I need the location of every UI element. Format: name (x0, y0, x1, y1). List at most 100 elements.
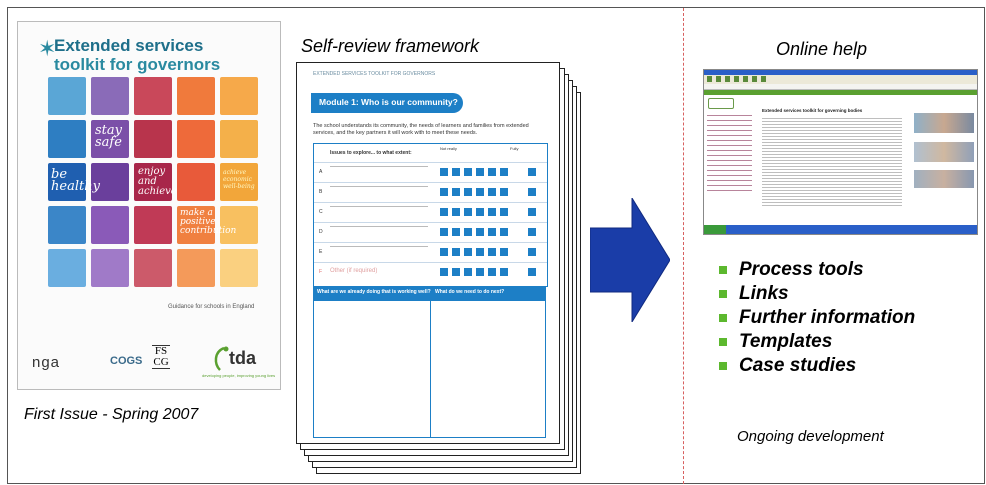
table-row: A (314, 162, 547, 182)
priority-box[interactable] (528, 208, 536, 216)
rating-box[interactable] (476, 268, 484, 276)
priority-box[interactable] (528, 268, 536, 276)
tile-enjoy (134, 163, 172, 201)
rating-box[interactable] (452, 208, 460, 216)
rating-box[interactable] (500, 228, 508, 236)
rating-box[interactable] (476, 228, 484, 236)
rating-box[interactable] (500, 248, 508, 256)
tile (220, 120, 258, 158)
list-item: Process tools (719, 258, 915, 282)
rating-box[interactable] (488, 228, 496, 236)
rating-box[interactable] (488, 168, 496, 176)
rating-box[interactable] (440, 188, 448, 196)
fscg-logo: FS CG (152, 345, 170, 369)
cover-title: Extended services toolkit for governors (54, 36, 220, 74)
row-text (330, 186, 428, 189)
rating-box[interactable] (476, 248, 484, 256)
table-row: B (314, 182, 547, 202)
tile-label-be-healthy: be healthy (51, 167, 100, 194)
scale-right-label: Fully (510, 146, 519, 151)
next-steps-box[interactable] (430, 300, 546, 438)
partner-logos: nga COGS FS CG tda developing people, im… (24, 342, 276, 382)
windows-taskbar (704, 225, 977, 234)
rating-box[interactable] (452, 168, 460, 176)
module-title: Module 1: Who is our community? (319, 97, 458, 107)
rating-box[interactable] (452, 248, 460, 256)
rating-box[interactable] (452, 188, 460, 196)
working-well-header: What are we already doing that is workin… (317, 289, 431, 295)
tile (134, 77, 172, 115)
rating-box[interactable] (440, 168, 448, 176)
rating-box[interactable] (476, 168, 484, 176)
rating-box[interactable] (452, 268, 460, 276)
review-table: Issues to explore... to what extent: Not… (313, 143, 548, 287)
start-button (704, 225, 726, 234)
rating-box[interactable] (440, 208, 448, 216)
toolkit-cover: ✶ Extended services toolkit for governor… (17, 21, 281, 390)
nga-logo: nga (32, 354, 61, 371)
site-photo-2 (914, 142, 974, 162)
priority-box[interactable] (528, 228, 536, 236)
list-item: Case studies (719, 354, 915, 378)
rating-box[interactable] (500, 208, 508, 216)
list-item: Links (719, 282, 915, 306)
bullet-icon (719, 338, 727, 346)
working-well-box[interactable] (313, 300, 431, 438)
tda-figure-icon (214, 346, 229, 371)
site-photo-3 (914, 170, 974, 188)
address-bar (704, 84, 977, 90)
rating-box[interactable] (440, 248, 448, 256)
rating-box[interactable] (476, 208, 484, 216)
framework-document: EXTENDED SERVICES TOOLKIT FOR GOVERNORS … (296, 62, 560, 444)
rating-box[interactable] (452, 228, 460, 236)
row-letter: D (319, 229, 323, 235)
section-divider (683, 8, 684, 484)
rating-box[interactable] (464, 228, 472, 236)
rating-box[interactable] (440, 268, 448, 276)
tile-label-positive: make a positive contribution (180, 208, 237, 236)
tile (48, 206, 86, 244)
rating-box[interactable] (464, 168, 472, 176)
tile (134, 206, 172, 244)
list-item-label: Further information (739, 307, 916, 328)
rating-box[interactable] (440, 228, 448, 236)
rating-box[interactable] (488, 268, 496, 276)
tile-label-achieve: achieve economic well-being (223, 169, 255, 190)
row-f-text: Other (if required) (330, 268, 378, 274)
tile (48, 77, 86, 115)
module-banner: Module 1: Who is our community? (311, 93, 463, 113)
rating-box[interactable] (464, 208, 472, 216)
tile-stay-safe (91, 120, 129, 158)
rating-box[interactable] (500, 268, 508, 276)
rating-box[interactable] (464, 188, 472, 196)
priority-box[interactable] (528, 248, 536, 256)
bullet-icon (719, 266, 727, 274)
slide-frame (7, 7, 985, 484)
browser-toolbar-icons (707, 76, 767, 82)
rating-box[interactable] (500, 168, 508, 176)
priority-box[interactable] (528, 168, 536, 176)
rating-box[interactable] (476, 188, 484, 196)
document-header: EXTENDED SERVICES TOOLKIT FOR GOVERNORS (313, 71, 436, 77)
cover-title-line1: Extended services (54, 36, 204, 55)
tile (177, 249, 215, 287)
tile (91, 163, 129, 201)
rating-box[interactable] (464, 248, 472, 256)
browser-titlebar (704, 70, 977, 75)
row-text (330, 226, 428, 229)
rating-box[interactable] (500, 188, 508, 196)
tile-label-enjoy: enjoy and achieve (138, 166, 177, 197)
module-intro: The school understands its community, th… (313, 123, 529, 136)
list-item-label: Case studies (739, 355, 857, 376)
cogs-logo: COGS (110, 355, 143, 367)
tile (220, 249, 258, 287)
priority-box[interactable] (528, 188, 536, 196)
site-nav-bar (704, 90, 977, 95)
rating-box[interactable] (488, 188, 496, 196)
rating-box[interactable] (464, 268, 472, 276)
website-screenshot: Extended services toolkit for governing … (703, 69, 978, 235)
table-row: C (314, 202, 547, 222)
rating-box[interactable] (488, 208, 496, 216)
rating-box[interactable] (488, 248, 496, 256)
tile (48, 120, 86, 158)
